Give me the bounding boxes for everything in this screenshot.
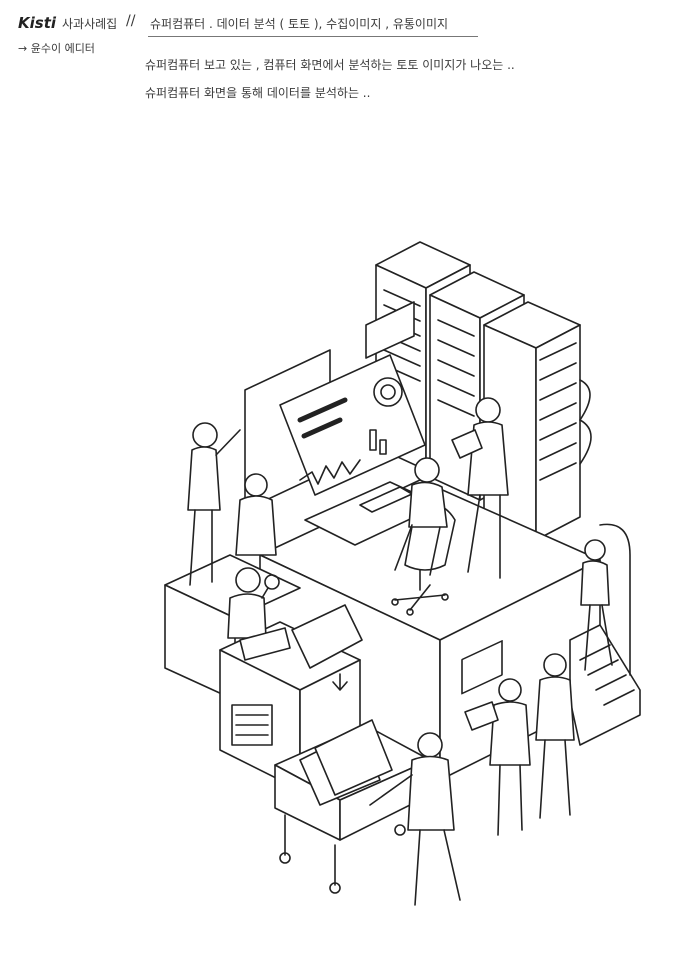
person-man-back [235,473,277,556]
description-line-2: 슈퍼컴퓨터 화면을 통해 데이터를 분석하는 .. [145,86,371,100]
person-man-cart [369,732,461,906]
file-cart [274,719,431,894]
description-line-1: 슈퍼컴퓨터 보고 있는 , 컴퓨터 화면에서 분석하는 토토 이미지가 나오는 … [145,58,515,72]
subject-label: 사과사례집 [62,17,118,31]
editor-note: → 윤수이 에디터 [18,42,95,55]
person-operator-seated [394,457,448,576]
header-separator: // [126,13,136,29]
person-woman-stairs [580,539,613,671]
folder-icon [291,604,363,691]
person-woman-left [187,422,241,586]
person-woman-magnifier [227,567,291,661]
title-underline [148,36,478,37]
person-man-right [535,653,575,819]
brand-logo-text: Kisti [18,14,57,32]
person-man-tablet [451,397,509,579]
monitor-wall [244,301,426,511]
page-title: 슈퍼컴퓨터 . 데이터 분석 ( 토토 ), 수집이미지 , 유통이미지 [150,17,449,31]
person-man-tablet-front [464,678,531,836]
